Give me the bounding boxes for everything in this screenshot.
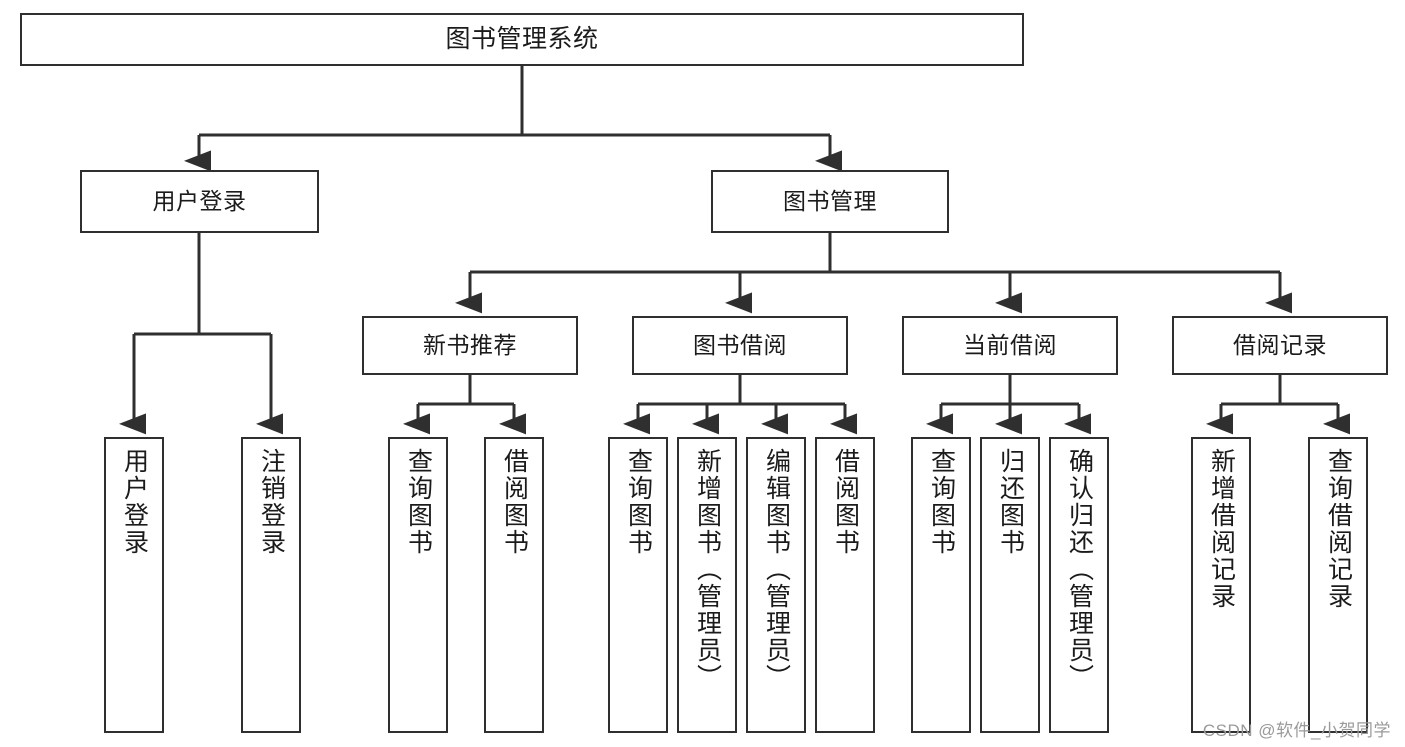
leaf-query-book-borrow[interactable]: 查询图书 xyxy=(608,437,668,733)
node-label: 用户登录 xyxy=(152,187,247,214)
node-label: 借阅图书 xyxy=(831,448,860,556)
node-label: 图书管理 xyxy=(783,187,877,214)
leaf-user-login[interactable]: 用户登录 xyxy=(104,437,164,733)
leaf-query-book-current[interactable]: 查询图书 xyxy=(911,437,971,733)
node-root-system[interactable]: 图书管理系统 xyxy=(20,13,1024,66)
leaf-add-borrow-record[interactable]: 新增借阅记录 xyxy=(1191,437,1251,733)
leaf-add-book-admin[interactable]: 新增图书（管理员） xyxy=(677,437,737,733)
node-label: 注销登录 xyxy=(257,448,286,556)
node-user-login[interactable]: 用户登录 xyxy=(80,170,319,233)
node-label: 编辑图书（管理员） xyxy=(762,448,791,691)
node-label: 图书管理系统 xyxy=(445,24,599,53)
node-label: 新增借阅记录 xyxy=(1207,448,1236,610)
node-book-management[interactable]: 图书管理 xyxy=(711,170,949,233)
node-new-book-recommend[interactable]: 新书推荐 xyxy=(362,316,578,375)
node-label: 查询图书 xyxy=(927,448,956,556)
leaf-borrow-book-recommend[interactable]: 借阅图书 xyxy=(484,437,544,733)
node-label: 图书借阅 xyxy=(693,331,787,358)
leaf-logout[interactable]: 注销登录 xyxy=(241,437,301,733)
leaf-query-borrow-record[interactable]: 查询借阅记录 xyxy=(1308,437,1368,733)
node-current-borrow[interactable]: 当前借阅 xyxy=(902,316,1118,375)
node-book-borrow[interactable]: 图书借阅 xyxy=(632,316,848,375)
node-label: 新增图书（管理员） xyxy=(693,448,722,691)
node-label: 当前借阅 xyxy=(963,331,1057,358)
node-label: 查询图书 xyxy=(404,448,433,556)
node-label: 借阅图书 xyxy=(500,448,529,556)
node-borrow-record[interactable]: 借阅记录 xyxy=(1172,316,1388,375)
leaf-query-book-recommend[interactable]: 查询图书 xyxy=(388,437,448,733)
leaf-borrow-book[interactable]: 借阅图书 xyxy=(815,437,875,733)
node-label: 确认归还（管理员） xyxy=(1065,448,1094,691)
node-label: 归还图书 xyxy=(996,448,1025,556)
node-label: 用户登录 xyxy=(120,448,149,556)
leaf-return-book[interactable]: 归还图书 xyxy=(980,437,1040,733)
node-label: 新书推荐 xyxy=(423,331,517,358)
node-label: 查询图书 xyxy=(624,448,653,556)
leaf-confirm-return-admin[interactable]: 确认归还（管理员） xyxy=(1049,437,1109,733)
node-label: 借阅记录 xyxy=(1233,331,1327,358)
node-label: 查询借阅记录 xyxy=(1324,448,1353,610)
watermark-text: CSDN @软件_小贺同学 xyxy=(1202,721,1391,740)
leaf-edit-book-admin[interactable]: 编辑图书（管理员） xyxy=(746,437,806,733)
